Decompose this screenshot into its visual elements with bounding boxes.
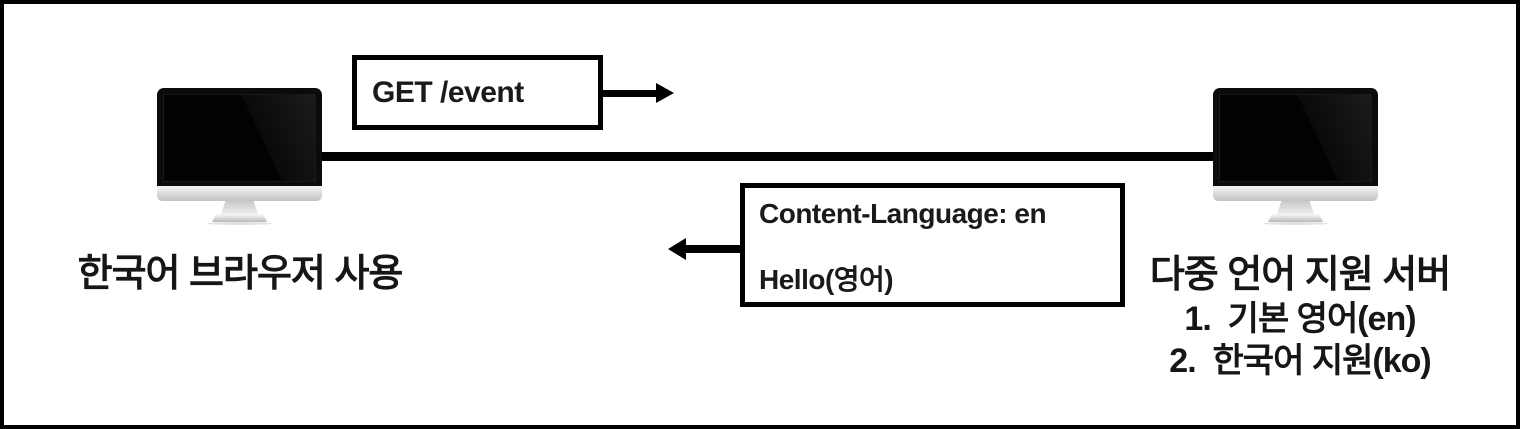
monitor-panel (163, 94, 316, 182)
request-label: GET /event (372, 75, 524, 109)
server-feature-item: 1. 기본 영어(en) (1184, 300, 1416, 338)
response-body-label: Hello(영어) (759, 264, 894, 295)
monitor-screen (157, 88, 322, 186)
server-caption: 다중 언어 지원 서버 (1149, 254, 1451, 296)
connection-line (312, 152, 1213, 161)
server-feature-item: 2. 한국어 지원(ko) (1169, 342, 1431, 380)
response-box: Content-Language: en Hello(영어) (740, 183, 1125, 307)
monitor-stand-base (1268, 214, 1323, 222)
monitor-base-shadow (1263, 222, 1328, 225)
monitor-stand-neck (221, 201, 258, 214)
client-caption: 한국어 브라우저 사용 (77, 253, 404, 295)
arrow-left-icon (668, 238, 686, 260)
response-header-label: Content-Language: en (759, 198, 1047, 229)
arrow-right-icon (656, 83, 674, 103)
client-computer-icon (157, 88, 322, 228)
monitor-base-shadow (207, 222, 272, 225)
monitor-screen (1213, 88, 1378, 186)
server-computer-icon (1213, 88, 1378, 228)
server-caption-block: 다중 언어 지원 서버 1. 기본 영어(en) 2. 한국어 지원(ko) (1105, 252, 1495, 382)
response-arrow-shaft (686, 245, 740, 253)
monitor-stand-neck (1277, 201, 1314, 214)
monitor-panel (1219, 94, 1372, 182)
request-box: GET /event (352, 55, 603, 130)
monitor-chin (1213, 186, 1378, 201)
monitor-chin (157, 186, 322, 201)
request-arrow-shaft (603, 90, 656, 97)
monitor-stand-base (212, 214, 267, 222)
